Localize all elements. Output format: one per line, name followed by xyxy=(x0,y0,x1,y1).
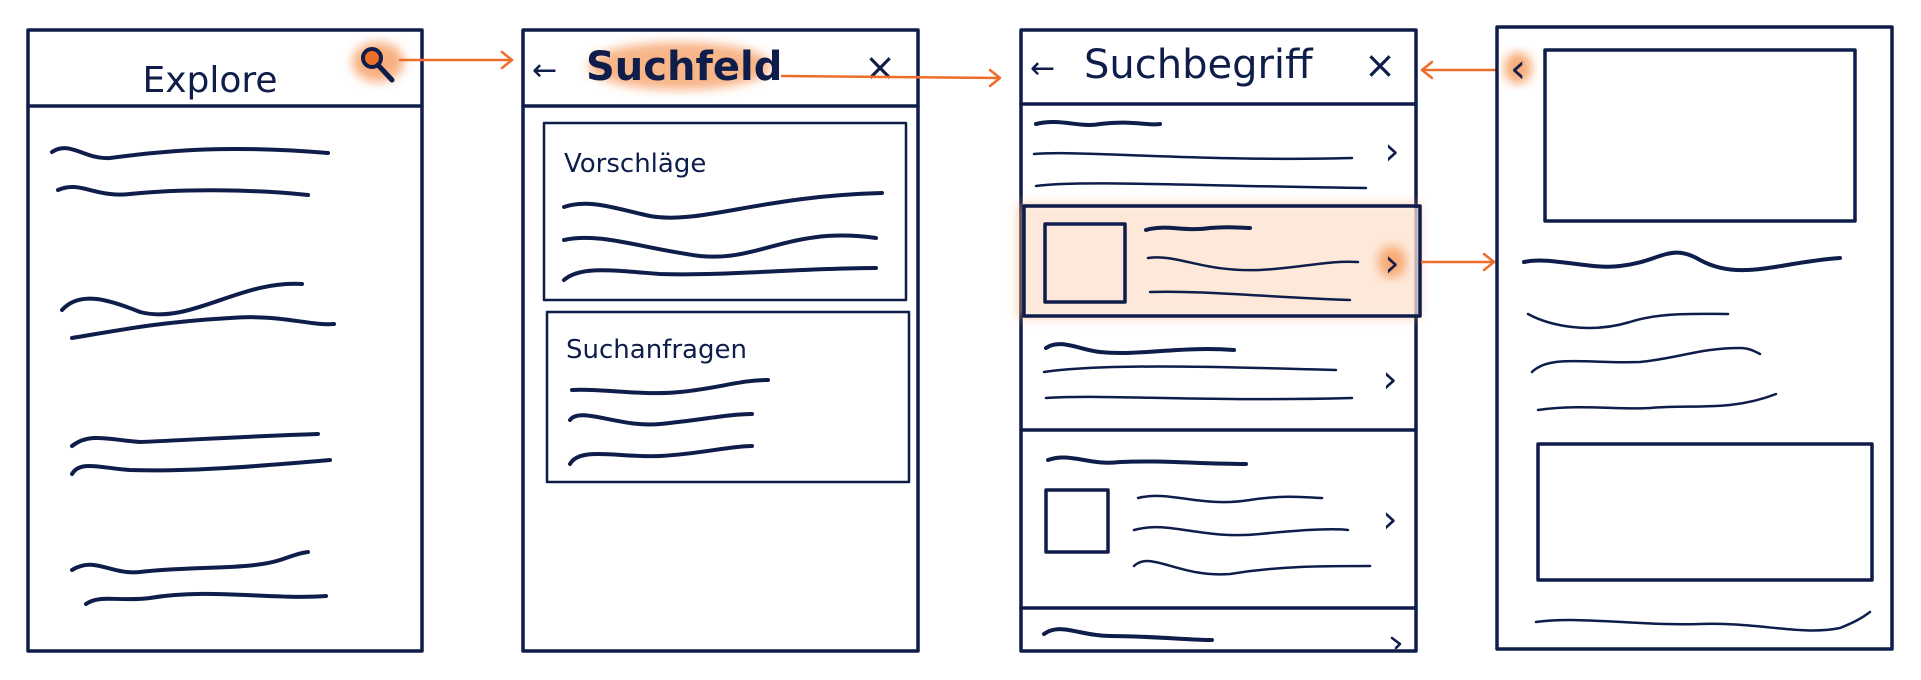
suggestion-line[interactable] xyxy=(562,233,878,259)
suggestions-label: Vorschläge xyxy=(564,149,706,179)
screen-suchbegriff: ← Suchbegriff × › › › xyxy=(1018,28,1422,653)
chevron-right-icon[interactable]: › xyxy=(1382,357,1397,401)
recent-search-line[interactable] xyxy=(568,444,754,466)
suggestion-line[interactable] xyxy=(562,266,878,282)
screen-suchfeld-frame xyxy=(521,28,920,653)
back-icon[interactable]: ‹ xyxy=(1510,46,1526,92)
flow-arrow-suchfeld-to-suchbegriff xyxy=(780,68,1002,88)
title-highlight xyxy=(588,42,772,90)
screen-detail-frame xyxy=(1495,25,1894,651)
result-item[interactable] xyxy=(1042,627,1402,650)
chevron-right-icon[interactable]: › xyxy=(1384,241,1399,285)
flow-arrow-detail-back-to-suchbegriff xyxy=(1420,60,1498,80)
media-placeholder xyxy=(1536,442,1874,582)
close-icon[interactable]: × xyxy=(1364,43,1396,87)
flow-arrow-suchbegriff-to-detail xyxy=(1420,252,1496,272)
screen-explore: Explore xyxy=(26,28,424,653)
screen-explore-frame xyxy=(26,28,424,653)
screen-suchbegriff-frame xyxy=(1019,28,1418,653)
screen-explore-title: Explore xyxy=(142,60,277,101)
screen-detail: ‹ xyxy=(1495,25,1894,651)
suggestion-line[interactable] xyxy=(562,191,884,220)
flow-arrow-explore-to-suchfeld xyxy=(398,50,514,70)
hero-image-placeholder xyxy=(1543,48,1857,223)
back-arrow-icon[interactable]: ← xyxy=(532,53,557,88)
screen-suchfeld-title[interactable]: Suchfeld xyxy=(586,44,782,90)
chevron-right-icon[interactable]: › xyxy=(1382,497,1397,541)
screen-suchfeld: ← Suchfeld × Vorschläge Suchanfragen xyxy=(521,28,920,653)
suggestions-panel xyxy=(542,121,908,302)
result-item[interactable]: › xyxy=(1032,120,1400,190)
screen-suchbegriff-title: Suchbegriff xyxy=(1084,42,1314,88)
result-item[interactable]: › xyxy=(1019,342,1418,432)
recent-search-line[interactable] xyxy=(570,378,770,396)
content-placeholder-lines xyxy=(50,146,336,606)
result-item[interactable]: › xyxy=(1019,455,1418,610)
result-item-highlighted[interactable]: › xyxy=(1018,204,1422,318)
back-arrow-icon[interactable]: ← xyxy=(1030,51,1055,86)
close-icon[interactable]: × xyxy=(864,45,896,89)
thumbnail-image xyxy=(1043,222,1127,304)
recent-searches-label: Suchanfragen xyxy=(566,335,747,365)
footer-text-line xyxy=(1534,610,1872,632)
recent-searches-panel xyxy=(545,310,911,484)
recent-search-line[interactable] xyxy=(568,412,754,427)
search-icon[interactable] xyxy=(352,42,404,83)
thumbnail-image xyxy=(1044,488,1110,554)
chevron-right-icon[interactable]: › xyxy=(1384,129,1399,173)
detail-text-lines xyxy=(1522,250,1842,412)
